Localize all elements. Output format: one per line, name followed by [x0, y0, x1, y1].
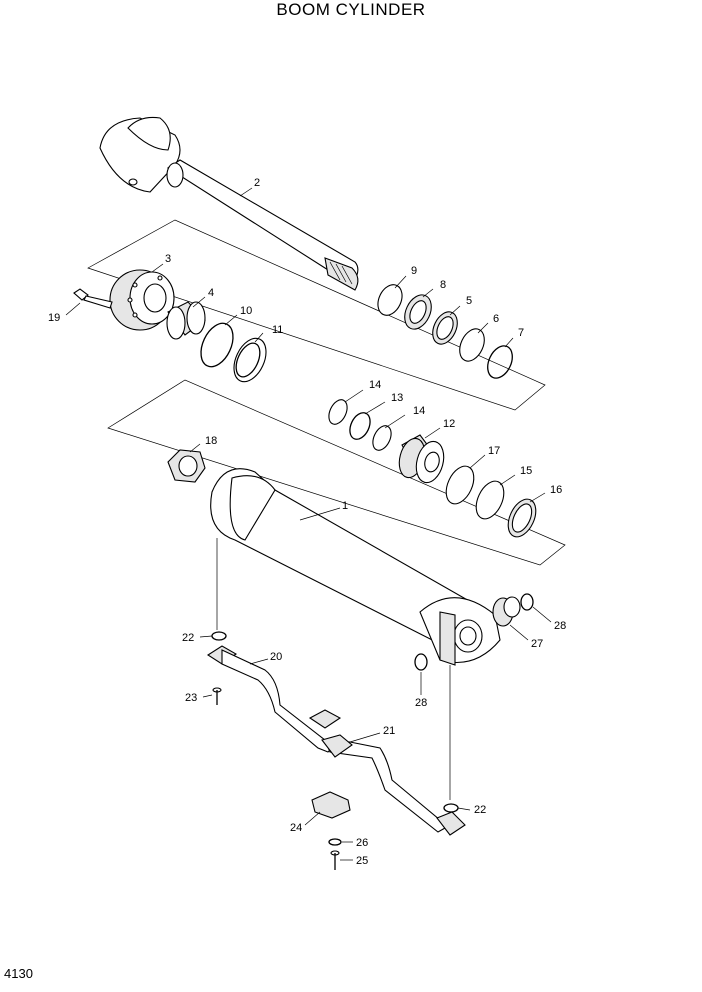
- callout-21: 21: [383, 725, 395, 737]
- callout-19: 19: [48, 312, 60, 324]
- bushing: [166, 301, 206, 340]
- cylinder-tube: [210, 468, 501, 666]
- callout-4: 4: [208, 287, 214, 299]
- callout-13: 13: [391, 392, 403, 404]
- bolt-23: [212, 687, 222, 705]
- callout-18: 18: [205, 435, 217, 447]
- callout-5: 5: [466, 295, 472, 307]
- guide-frame-lower: [107, 379, 566, 566]
- callout-6: 6: [493, 313, 499, 325]
- bolt: [73, 288, 113, 309]
- o-ring-10: [200, 322, 234, 368]
- page-number: 4130: [4, 966, 33, 981]
- bolt-25: [330, 850, 340, 870]
- o-ring-22a: [211, 631, 227, 641]
- rod-seal-5-inner: [436, 316, 454, 340]
- callout-10: 10: [240, 305, 252, 317]
- pipe-20: [206, 645, 336, 753]
- callout-20: 20: [270, 651, 282, 663]
- washer-26: [328, 838, 342, 846]
- wiper-ring-9: [377, 284, 403, 316]
- callout-14-top: 14: [369, 379, 381, 391]
- o-ring-28a: [520, 593, 534, 611]
- backup-ring-11-inner: [235, 342, 261, 378]
- o-ring-28b: [414, 653, 428, 671]
- clamp: [311, 791, 351, 819]
- callout-12: 12: [443, 418, 455, 430]
- backup-ring-6: [459, 328, 485, 362]
- lock-nut: [167, 449, 206, 483]
- clamp-block: [321, 734, 353, 758]
- callout-24: 24: [290, 822, 302, 834]
- wear-ring-15: [475, 480, 505, 520]
- o-ring-13: [349, 412, 371, 440]
- piston-rod: [99, 116, 359, 291]
- piston: [398, 434, 445, 484]
- pipe-21: [308, 709, 466, 836]
- callout-3: 3: [165, 253, 171, 265]
- callout-27: 27: [531, 638, 543, 650]
- callout-7: 7: [518, 327, 524, 339]
- rod-cover: [109, 269, 175, 331]
- callout-1: 1: [342, 500, 348, 512]
- callout-8: 8: [440, 279, 446, 291]
- callout-28-bottom: 28: [415, 697, 427, 709]
- callout-15: 15: [520, 465, 532, 477]
- callout-26: 26: [356, 837, 368, 849]
- callout-28-right: 28: [554, 620, 566, 632]
- callout-9: 9: [411, 265, 417, 277]
- callout-11: 11: [272, 324, 283, 336]
- wear-ring-14b: [372, 425, 392, 451]
- callout-14-bottom: 14: [413, 405, 425, 417]
- callout-23: 23: [185, 692, 197, 704]
- buffer-ring-7: [487, 345, 513, 379]
- backup-ring-11: [233, 337, 267, 383]
- piston-seal-17: [445, 465, 475, 505]
- diagram-title: BOOM CYLINDER: [276, 0, 426, 19]
- callout-22-right: 22: [474, 804, 486, 816]
- guide-frame-upper: [87, 219, 546, 411]
- dust-ring-16-inner: [511, 503, 533, 533]
- wear-ring-14a: [328, 399, 348, 425]
- pin-boss: [492, 596, 521, 627]
- dust-seal-8-inner: [409, 300, 427, 324]
- callout-22-left: 22: [182, 632, 194, 644]
- callout-17: 17: [488, 445, 500, 457]
- o-ring-22b: [443, 803, 459, 813]
- leader-lines: [65, 187, 552, 861]
- callout-16: 16: [550, 484, 562, 496]
- callout-25: 25: [356, 855, 368, 867]
- callout-2: 2: [254, 177, 260, 189]
